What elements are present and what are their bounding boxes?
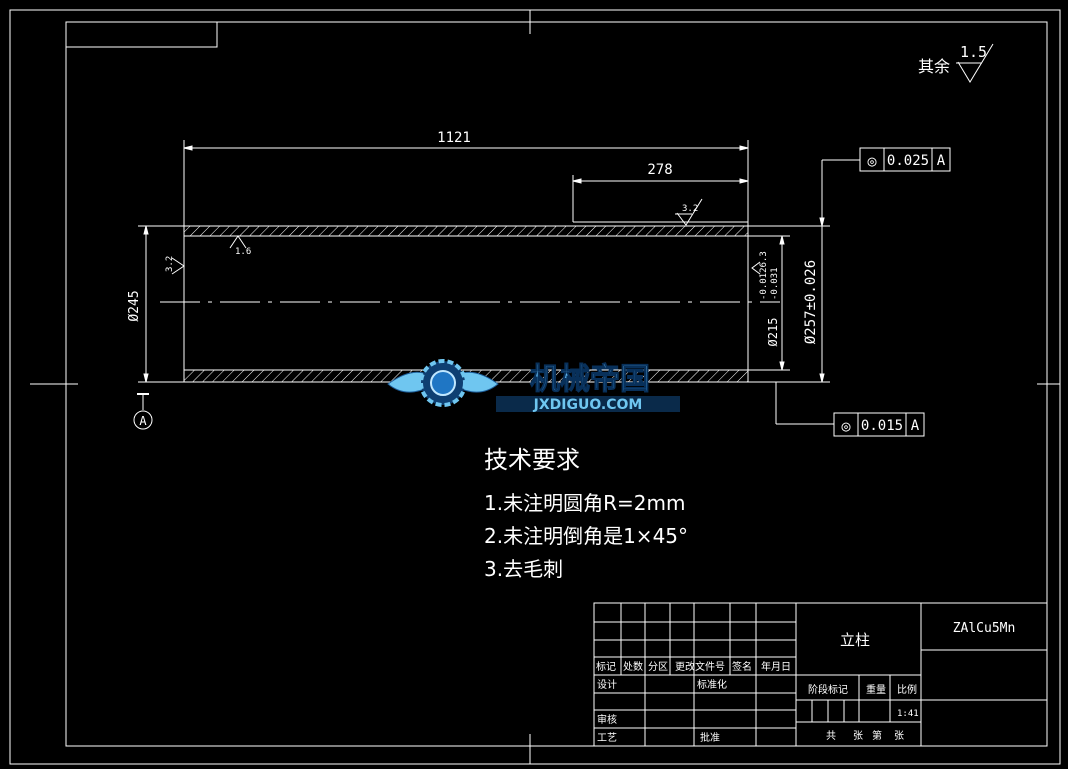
svg-text:0.025: 0.025 bbox=[887, 153, 929, 169]
svg-text:重量: 重量 bbox=[866, 683, 886, 696]
tech-requirement-2: 2.未注明倒角是1×45° bbox=[484, 524, 689, 548]
watermark-logo: 机械帝国 JXDIGUO.COM bbox=[387, 359, 680, 413]
outer-bore-value: Ø215 bbox=[766, 318, 780, 347]
roughness-top-symbol bbox=[675, 198, 703, 226]
svg-text:处数: 处数 bbox=[623, 660, 643, 673]
watermark-url: JXDIGUO.COM bbox=[533, 397, 643, 413]
top-wall bbox=[183, 225, 749, 237]
tech-requirements-title: 技术要求 bbox=[484, 446, 580, 474]
svg-text:签名: 签名 bbox=[732, 660, 752, 673]
dimension-inner-diameter bbox=[138, 225, 184, 383]
outer-diameter-value: Ø257±0.026 bbox=[803, 260, 819, 344]
concentricity-icon: ◎ bbox=[867, 152, 876, 170]
tech-requirement-3: 3.去毛刺 bbox=[484, 557, 564, 581]
dimension-overall-length bbox=[183, 140, 749, 226]
svg-text:1.5: 1.5 bbox=[960, 43, 987, 61]
watermark-name: 机械帝国 bbox=[530, 362, 650, 397]
material: ZAlCu5Mn bbox=[953, 621, 1016, 636]
title-block-text: 立柱 ZAlCu5Mn 标记 处数 分区 更改文件号 签名 年月日 设计 标准化… bbox=[596, 621, 1015, 744]
svg-text:审核: 审核 bbox=[597, 713, 617, 726]
title-block bbox=[593, 602, 1048, 747]
overall-length-value: 1121 bbox=[437, 130, 471, 146]
dimension-outer-diameter bbox=[748, 159, 860, 383]
svg-text:设计: 设计 bbox=[597, 678, 617, 691]
svg-text:标记: 标记 bbox=[596, 661, 616, 673]
svg-text:更改文件号: 更改文件号 bbox=[675, 660, 725, 673]
svg-text:3.2: 3.2 bbox=[682, 204, 698, 214]
svg-text:批准: 批准 bbox=[700, 731, 720, 744]
svg-text:3.2: 3.2 bbox=[165, 256, 175, 272]
roughness-left-symbol bbox=[171, 257, 185, 275]
svg-text:A: A bbox=[911, 418, 920, 434]
datum-marker: A bbox=[133, 393, 153, 430]
svg-text:比例: 比例 bbox=[897, 683, 917, 696]
dimension-step-length bbox=[572, 175, 749, 223]
svg-text:标准化: 标准化 bbox=[697, 678, 727, 691]
roughness-inner-symbol bbox=[229, 235, 247, 249]
svg-text:第: 第 bbox=[872, 729, 882, 742]
svg-text:1:41: 1:41 bbox=[897, 709, 919, 719]
svg-text:A: A bbox=[937, 153, 946, 169]
tolerance-frame-upper: ◎ 0.025 A bbox=[859, 147, 951, 172]
step-length-value: 278 bbox=[647, 162, 672, 178]
svg-text:张: 张 bbox=[894, 730, 904, 742]
svg-text:共: 共 bbox=[826, 730, 836, 742]
outer-bore-tol-lower: -0.031 bbox=[770, 267, 780, 300]
svg-text:0.015: 0.015 bbox=[861, 418, 903, 434]
dimension-outer-bore bbox=[748, 235, 790, 371]
concentricity-icon: ◎ bbox=[841, 417, 850, 435]
svg-text:A: A bbox=[139, 414, 147, 428]
svg-text:1.6: 1.6 bbox=[235, 247, 251, 257]
svg-text:张: 张 bbox=[853, 730, 863, 742]
svg-text:年月日: 年月日 bbox=[761, 660, 791, 673]
inner-diameter-value: Ø245 bbox=[127, 290, 142, 321]
svg-text:工艺: 工艺 bbox=[597, 732, 617, 744]
outer-bore-tol-upper: -0.0126.3 bbox=[759, 251, 769, 300]
part-name: 立柱 bbox=[840, 631, 870, 649]
sheet-border bbox=[9, 9, 1061, 765]
tech-requirement-1: 1.未注明圆角R=2mm bbox=[484, 491, 686, 515]
part-body bbox=[160, 225, 780, 383]
svg-text:其余: 其余 bbox=[918, 57, 950, 76]
roughness-rest-symbol: 其余 1.5 bbox=[918, 43, 994, 83]
svg-text:分区: 分区 bbox=[648, 661, 668, 673]
tolerance-frame-lower: ◎ 0.015 A bbox=[775, 382, 925, 437]
svg-text:阶段标记: 阶段标记 bbox=[808, 683, 848, 696]
